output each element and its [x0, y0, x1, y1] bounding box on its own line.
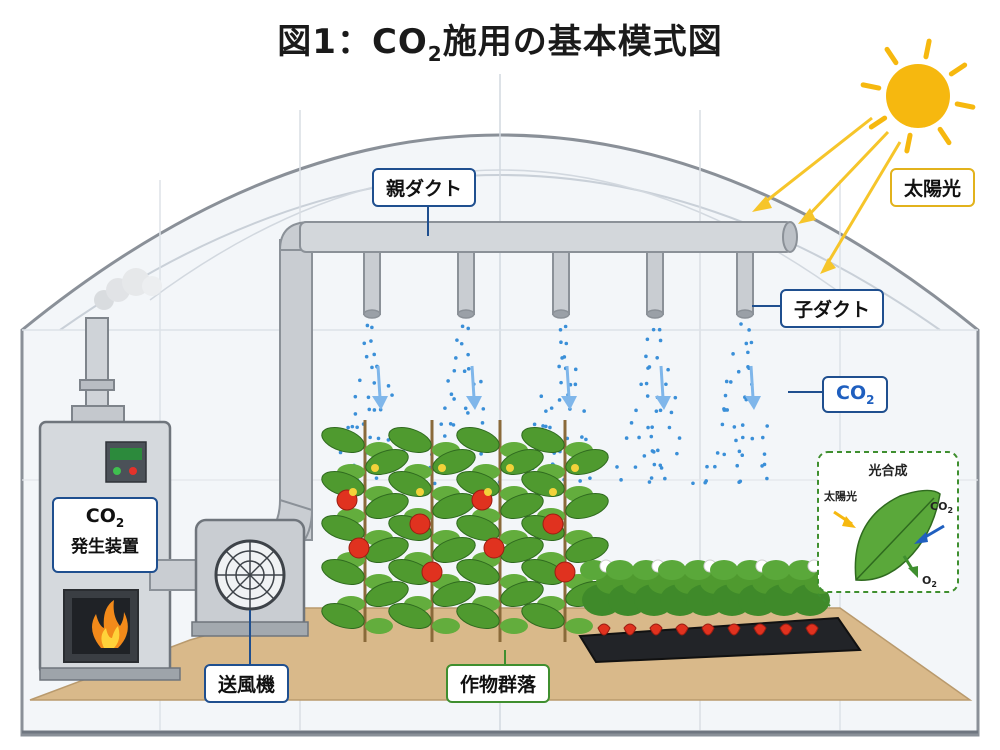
inset-leader — [817, 593, 831, 607]
strawberry-plants — [580, 559, 836, 636]
child-duct — [457, 251, 475, 319]
strawberry-bed — [578, 559, 862, 664]
tomato-plants — [321, 420, 609, 642]
child-duct — [736, 251, 754, 319]
fan-icon — [214, 539, 286, 611]
sunlight-arrows — [752, 116, 902, 274]
photosynthesis-title: 光合成 — [868, 464, 908, 479]
child-duct — [646, 251, 664, 319]
diagram-title: 図1：CO2施用の基本模式図 — [277, 22, 723, 66]
co2-down-arrow — [466, 365, 482, 410]
blower-label: 送風機 — [204, 664, 290, 703]
leaf-icon — [854, 489, 941, 581]
tomato-plant — [321, 420, 409, 642]
sun-icon — [860, 38, 976, 154]
co2-down-arrow — [372, 365, 388, 410]
crop-community-label: 作物群落 — [446, 664, 551, 703]
child-ducts — [363, 251, 754, 319]
child-duct-label: 子ダクト — [780, 289, 885, 328]
inset-o2-label: O2 — [922, 574, 937, 590]
co2-spray-column — [703, 322, 769, 485]
co2-down-arrow — [561, 365, 577, 410]
co2-label: CO2 — [822, 376, 889, 413]
parent-duct-label: 親ダクト — [372, 168, 477, 207]
tomato-plant — [388, 420, 476, 642]
photosynthesis-inset — [817, 451, 959, 593]
child-duct — [552, 251, 570, 319]
tomato-plant — [456, 420, 544, 642]
co2-spray-column — [615, 327, 695, 486]
co2-down-arrow — [655, 365, 671, 410]
inset-co2-label: CO2 — [930, 500, 954, 516]
co2-down-arrow — [745, 365, 761, 410]
smoke-icon — [94, 268, 162, 310]
flame-icon — [92, 600, 128, 648]
inset-sunlight-label: 太陽光 — [824, 490, 857, 503]
sunlight-label: 太陽光 — [890, 168, 976, 207]
child-duct — [363, 251, 381, 319]
co2-generator-label: CO2 発生装置 — [52, 497, 158, 573]
